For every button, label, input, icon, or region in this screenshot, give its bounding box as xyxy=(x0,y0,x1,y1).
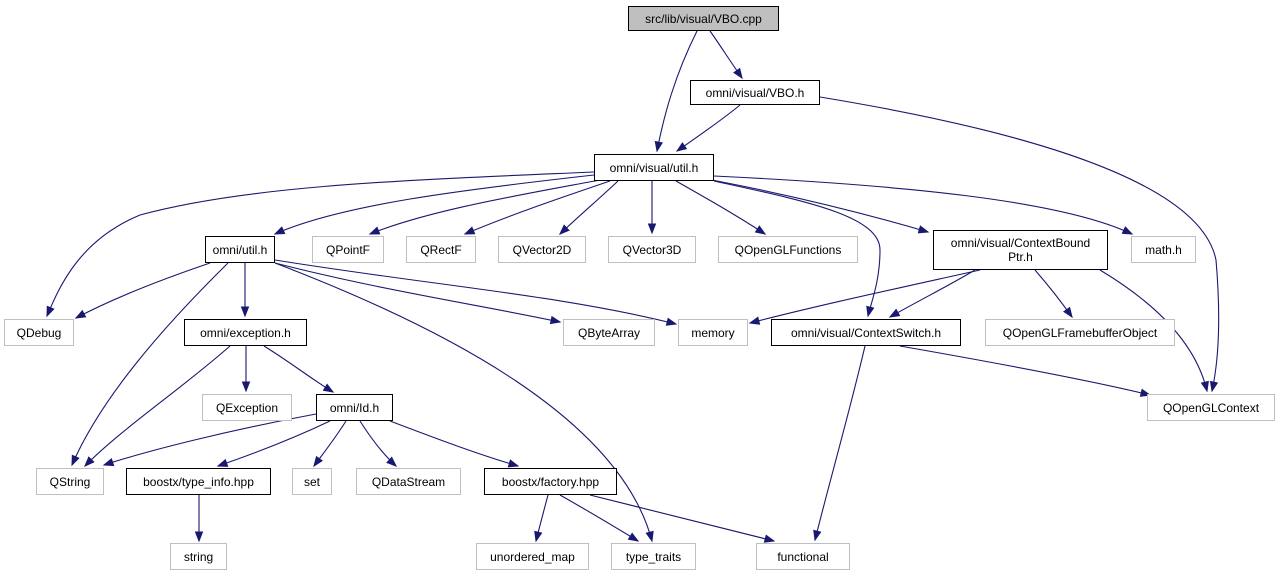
node-qopenglfunctions: QOpenGLFunctions xyxy=(718,236,858,263)
node-qdatastream: QDataStream xyxy=(356,468,461,495)
edge-exception-to-qstring xyxy=(84,345,231,467)
node-omni-visual-contextboundptr-h[interactable]: omni/visual/ContextBound Ptr.h xyxy=(933,230,1108,270)
node-qbytearray: QByteArray xyxy=(563,319,655,346)
node-vbo-cpp: src/lib/visual/VBO.cpp xyxy=(628,6,779,31)
node-unordered-map: unordered_map xyxy=(476,543,589,570)
arrowhead-cbptr-to-qoglfbo xyxy=(1063,306,1073,319)
arrowhead-util_vis-to-qrectf xyxy=(463,226,476,235)
node-omni-exception-h[interactable]: omni/exception.h xyxy=(184,319,307,346)
arrowhead-ctxswitch-to-functional xyxy=(813,529,822,542)
arrowhead-exception-to-qexception xyxy=(241,381,251,393)
arrowhead-exception-to-idh xyxy=(322,383,335,393)
arrowhead-cbptr-to-memory xyxy=(748,316,761,325)
node-qdebug: QDebug xyxy=(4,319,74,346)
node-set: set xyxy=(292,468,332,495)
arrowhead-util-to-qbytearray xyxy=(549,315,562,325)
arrowhead-util_vis-to-mathh xyxy=(1121,226,1134,235)
node-qvector2d: QVector2D xyxy=(498,236,586,263)
node-boostx-factory-hpp[interactable]: boostx/factory.hpp xyxy=(484,468,617,495)
node-omni-visual-vbo-h[interactable]: omni/visual/VBO.h xyxy=(690,80,820,105)
arrowhead-idh-to-qstring xyxy=(102,458,115,467)
arrowhead-idh-to-factory xyxy=(507,459,520,468)
arrowhead-util_vis-to-qoglfunc xyxy=(754,225,767,235)
edge-idh-to-typeinfo xyxy=(217,420,331,467)
edge-util_vis-to-qoglfunc xyxy=(675,180,766,235)
node-qvector3d: QVector3D xyxy=(608,236,696,263)
arrowhead-util_vis-to-util xyxy=(273,226,286,235)
arrowhead-factory-to-unordered_map xyxy=(534,530,543,543)
edge-util_vis-to-util xyxy=(274,174,595,235)
node-math-h: math.h xyxy=(1131,236,1196,263)
edge-util-to-memory xyxy=(274,259,677,325)
edge-util_vis-to-qdebug xyxy=(46,171,595,317)
arrowhead-vbo_cpp-to-vbo_h xyxy=(733,67,743,80)
node-qrectf: QRectF xyxy=(406,236,476,263)
edge-vbo_h-to-util_vis xyxy=(676,104,741,152)
edge-vbo_cpp-to-util_vis xyxy=(656,30,698,152)
arrowhead-exception-to-qstring xyxy=(84,456,95,467)
arrowhead-util_vis-to-qvector2d xyxy=(558,224,570,235)
edge-util-to-qstring xyxy=(71,262,229,466)
node-qstring: QString xyxy=(36,468,104,495)
edge-idh-to-factory xyxy=(389,420,519,467)
arrowhead-typeinfo-to-string xyxy=(194,531,204,543)
arrowhead-vbo_cpp-to-util_vis xyxy=(654,140,663,153)
node-boostx-type-info-hpp[interactable]: boostx/type_info.hpp xyxy=(126,468,271,495)
edge-util_vis-to-qpointf xyxy=(369,179,601,235)
arrowhead-idh-to-typeinfo xyxy=(216,458,229,467)
node-qexception: QException xyxy=(202,394,292,421)
arrowhead-util_vis-to-cbptr xyxy=(917,225,930,234)
arrowhead-util_vis-to-qpointf xyxy=(368,226,381,235)
arrowhead-util-to-qdebug xyxy=(74,309,87,319)
node-qopenglcontext: QOpenGLContext xyxy=(1147,394,1275,421)
node-string: string xyxy=(170,543,227,570)
edge-factory-to-functional xyxy=(589,494,775,542)
edge-util_vis-to-qvector2d xyxy=(559,180,619,235)
node-omni-util-h[interactable]: omni/util.h xyxy=(205,236,275,263)
edge-util-to-qbytearray xyxy=(274,262,561,323)
arrowhead-idh-to-set xyxy=(313,455,324,468)
arrowhead-util-to-type_traits xyxy=(645,530,654,543)
arrowhead-vbo_h-to-util_vis xyxy=(675,142,688,152)
edge-exception-to-idh xyxy=(263,345,334,393)
edge-util_vis-to-cbptr xyxy=(711,179,929,233)
edge-util-to-type_traits xyxy=(274,262,653,542)
node-type-traits: type_traits xyxy=(611,543,696,570)
node-omni-visual-contextswitch-h[interactable]: omni/visual/ContextSwitch.h xyxy=(771,319,961,346)
arrowhead-factory-to-functional xyxy=(763,534,776,543)
node-omni-id-h[interactable]: omni/Id.h xyxy=(316,394,393,421)
arrowhead-idh-to-qdatastream xyxy=(386,456,398,467)
edge-ctxswitch-to-functional xyxy=(814,345,866,541)
edge-util-to-qdebug xyxy=(75,262,211,319)
arrowhead-factory-to-type_traits xyxy=(627,532,640,542)
arrowhead-vbo_h-to-qoglctx xyxy=(1209,380,1219,393)
edge-factory-to-type_traits xyxy=(559,494,639,542)
edge-vbo_h-to-qoglctx xyxy=(819,96,1220,392)
node-omni-visual-util-h[interactable]: omni/visual/util.h xyxy=(594,154,714,181)
edge-cbptr-to-memory xyxy=(749,269,981,324)
arrowhead-cbptr-to-qoglctx xyxy=(1200,380,1209,393)
edge-util_vis-to-mathh xyxy=(713,175,1133,235)
arrowhead-util-to-memory xyxy=(665,317,678,326)
arrowhead-cbptr-to-ctxswitch xyxy=(888,308,901,318)
arrowhead-util_vis-to-qvector3d xyxy=(647,223,657,235)
edge-cbptr-to-ctxswitch xyxy=(889,269,976,318)
arrowhead-util_vis-to-qdebug xyxy=(46,305,55,318)
node-qpointf: QPointF xyxy=(312,236,384,263)
edge-ctxswitch-to-qoglctx xyxy=(899,345,1151,396)
node-memory: memory xyxy=(678,319,748,346)
node-qopenglframebufferobject: QOpenGLFramebufferObject xyxy=(985,319,1175,346)
arrowhead-util-to-exception xyxy=(240,306,250,318)
arrowhead-util-to-qstring xyxy=(71,454,80,467)
edge-util_vis-to-qrectf xyxy=(464,180,611,235)
node-functional: functional xyxy=(756,543,850,570)
arrowhead-util_vis-to-ctxswitch xyxy=(866,305,875,318)
